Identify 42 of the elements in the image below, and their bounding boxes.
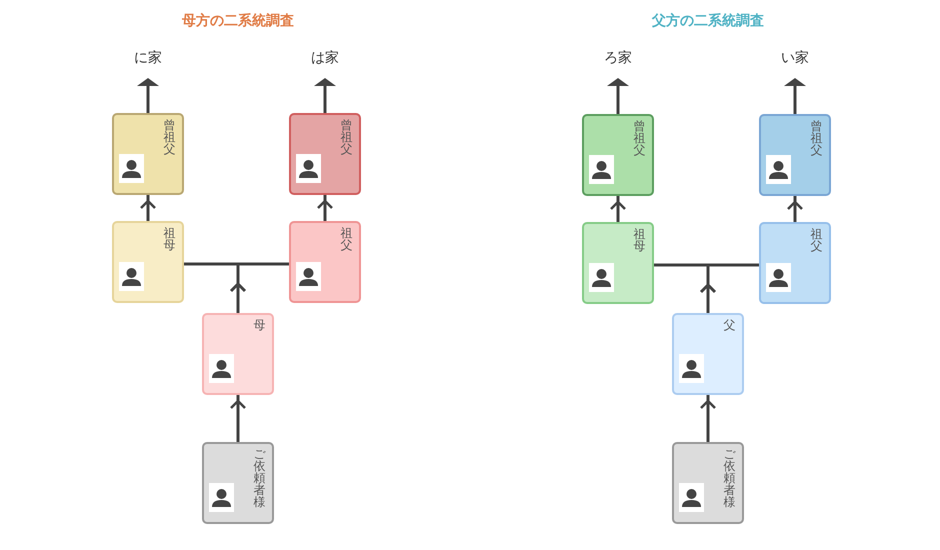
person-card	[289, 113, 361, 195]
person-card	[759, 222, 831, 304]
family-label: ろ家	[604, 48, 632, 68]
person-card	[672, 313, 744, 395]
person-card	[289, 221, 361, 303]
card-label: 祖父	[340, 227, 353, 251]
arrow	[607, 78, 629, 114]
person-card	[759, 114, 831, 196]
person-card	[202, 313, 274, 395]
person-card	[582, 114, 654, 196]
arrow	[137, 78, 159, 113]
panel-title: 父方の二系統調査	[652, 13, 764, 29]
person-card	[112, 113, 184, 195]
family-label: い家	[781, 48, 809, 68]
person-card	[582, 222, 654, 304]
card-label: 父	[723, 319, 736, 331]
arrow	[230, 395, 246, 442]
arrow	[610, 196, 626, 222]
arrow	[784, 78, 806, 114]
family-label: は家	[311, 48, 339, 68]
person-card	[112, 221, 184, 303]
arrow	[786, 196, 804, 222]
person-card	[202, 442, 274, 524]
arrow	[652, 264, 760, 314]
arrow	[314, 78, 336, 113]
card-label: 祖父	[810, 228, 823, 252]
card-label: 母	[253, 319, 266, 331]
panel-title: 母方の二系統調査	[182, 13, 294, 29]
card-label: 祖母	[633, 228, 646, 252]
card-label: 曾祖父	[633, 120, 646, 156]
card-label: 祖母	[163, 227, 176, 251]
card-label: 曾祖父	[340, 119, 353, 155]
arrow	[140, 195, 156, 221]
card-label: ご依頼者様	[253, 448, 266, 508]
card-label: ご依頼者様	[723, 448, 736, 508]
arrow	[182, 262, 290, 314]
arrow	[700, 395, 716, 442]
person-card	[672, 442, 744, 524]
card-label: 曾祖父	[810, 120, 823, 156]
family-label: に家	[134, 48, 162, 68]
card-label: 曾祖父	[163, 119, 176, 155]
arrow	[316, 195, 334, 221]
